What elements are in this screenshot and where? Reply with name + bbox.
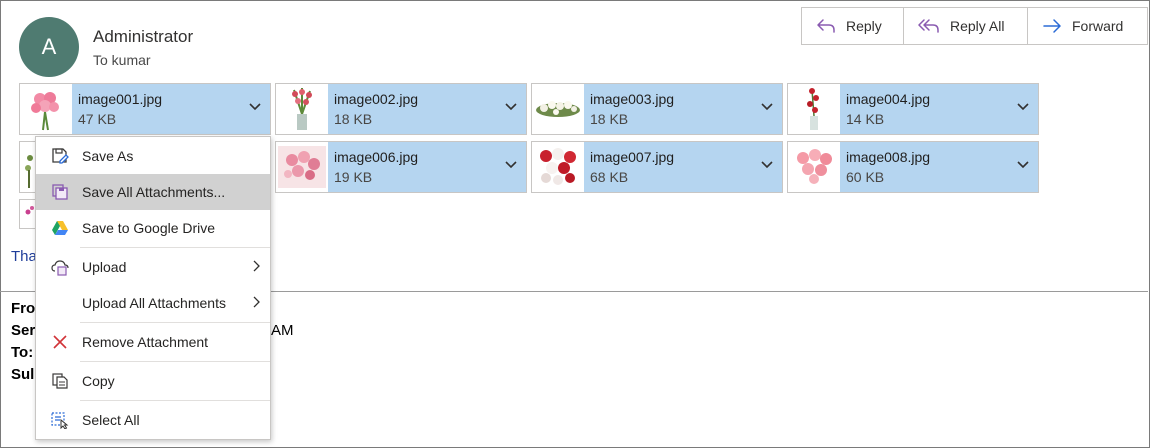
menu-item-upload-all[interactable]: Upload All Attachments: [36, 285, 270, 321]
attachment-name: image007.jpg: [590, 149, 675, 165]
recipient-line: To kumar: [93, 52, 151, 68]
copy-icon: [52, 373, 68, 389]
pink-roses-thumbnail: [20, 84, 72, 134]
pink-bouquet-thumbnail: [276, 142, 328, 192]
close-icon: [53, 335, 67, 349]
menu-item-label: Copy: [82, 373, 115, 389]
menu-item-upload[interactable]: Upload: [36, 249, 270, 285]
reply-all-label: Reply All: [950, 18, 1005, 34]
menu-item-save-as[interactable]: Save As: [36, 138, 270, 174]
menu-item-copy[interactable]: Copy: [36, 363, 270, 399]
attachment-tile[interactable]: image006.jpg 19 KB: [275, 141, 527, 193]
attachment-name: image002.jpg: [334, 91, 419, 107]
attachment-info: image006.jpg 19 KB: [328, 142, 526, 192]
chevron-down-icon[interactable]: [760, 102, 774, 112]
red-white-bouquet-thumbnail: [532, 142, 584, 192]
attachment-size: 18 KB: [590, 111, 629, 127]
sender-name[interactable]: Administrator: [93, 27, 194, 46]
attachment-tile[interactable]: image002.jpg 18 KB: [275, 83, 527, 135]
menu-separator: [80, 400, 270, 401]
reply-label: Reply: [846, 18, 882, 34]
attachment-name: image001.jpg: [78, 91, 163, 107]
attachment-size: 60 KB: [846, 169, 885, 185]
menu-item-label: Save All Attachments...: [82, 184, 226, 200]
attachment-info: image007.jpg 68 KB: [584, 142, 782, 192]
attachment-tile[interactable]: image008.jpg 60 KB: [787, 141, 1039, 193]
attachment-name: image004.jpg: [846, 91, 931, 107]
menu-separator: [80, 361, 270, 362]
attachment-size: 19 KB: [334, 169, 373, 185]
chevron-down-icon[interactable]: [248, 102, 262, 112]
save-as-icon: [52, 148, 69, 164]
chevron-down-icon[interactable]: [1016, 102, 1030, 112]
attachment-context-menu: Save As Save All Attachments... Save to …: [35, 136, 271, 440]
forward-icon: [1043, 19, 1061, 33]
chevron-right-icon: [253, 296, 260, 308]
attachment-info: image004.jpg 14 KB: [840, 84, 1038, 134]
select-all-icon: [51, 412, 69, 429]
chevron-right-icon: [253, 260, 260, 272]
attachment-size: 18 KB: [334, 111, 373, 127]
upload-cloud-icon: [51, 260, 69, 276]
attachment-name: image003.jpg: [590, 91, 675, 107]
menu-item-remove-attachment[interactable]: Remove Attachment: [36, 324, 270, 360]
quoted-subject-label: Sul: [11, 366, 35, 383]
chevron-down-icon[interactable]: [1016, 160, 1030, 170]
forward-button[interactable]: Forward: [1028, 8, 1147, 44]
white-arrangement-thumbnail: [532, 84, 584, 134]
menu-item-label: Remove Attachment: [82, 334, 209, 350]
sender-avatar[interactable]: A: [19, 17, 79, 77]
chevron-down-icon[interactable]: [504, 160, 518, 170]
reply-icon: [817, 19, 835, 33]
attachment-info: image003.jpg 18 KB: [584, 84, 782, 134]
message-divider: [0, 291, 1148, 292]
menu-separator: [80, 247, 270, 248]
save-all-icon: [52, 184, 68, 200]
quoted-from-label: Fro: [11, 300, 36, 317]
quoted-sent-label: Ser: [11, 322, 36, 339]
attachment-tile-partial[interactable]: [19, 199, 38, 229]
chevron-down-icon[interactable]: [760, 160, 774, 170]
chevron-down-icon[interactable]: [504, 102, 518, 112]
google-drive-icon: [52, 221, 68, 235]
quoted-sent-time: AM: [271, 322, 294, 339]
menu-item-save-all[interactable]: Save All Attachments...: [36, 174, 270, 210]
attachment-tile[interactable]: image001.jpg 47 KB: [19, 83, 271, 135]
menu-separator: [80, 322, 270, 323]
attachment-info: image008.jpg 60 KB: [840, 142, 1038, 192]
red-rose-vase-thumbnail: [788, 84, 840, 134]
reply-button[interactable]: Reply: [802, 8, 904, 44]
pink-roses-bunch-thumbnail: [788, 142, 840, 192]
attachment-tile[interactable]: image003.jpg 18 KB: [531, 83, 783, 135]
menu-item-label: Select All: [82, 412, 140, 428]
menu-item-select-all[interactable]: Select All: [36, 402, 270, 438]
attachment-name: image008.jpg: [846, 149, 931, 165]
menu-item-label: Save to Google Drive: [82, 220, 216, 236]
menu-item-label: Upload All Attachments: [82, 295, 226, 311]
attachment-tile[interactable]: image007.jpg 68 KB: [531, 141, 783, 193]
forward-label: Forward: [1072, 18, 1124, 34]
message-body-text: Tha: [11, 248, 37, 265]
message-actions: Reply Reply All Forward: [801, 7, 1148, 45]
menu-item-save-google-drive[interactable]: Save to Google Drive: [36, 210, 270, 246]
attachment-tile[interactable]: image004.jpg 14 KB: [787, 83, 1039, 135]
menu-item-label: Upload: [82, 259, 127, 275]
menu-item-label: Save As: [82, 148, 134, 164]
attachment-size: 14 KB: [846, 111, 885, 127]
reply-all-icon: [918, 19, 939, 33]
attachment-size: 47 KB: [78, 111, 117, 127]
quoted-to-label: To:: [11, 344, 34, 361]
gladiolus-vase-thumbnail: [276, 84, 328, 134]
attachment-info: image001.jpg 47 KB: [72, 84, 270, 134]
attachment-info: image002.jpg 18 KB: [328, 84, 526, 134]
reply-all-button[interactable]: Reply All: [904, 8, 1028, 44]
attachment-name: image006.jpg: [334, 149, 419, 165]
avatar-initial: A: [41, 34, 57, 59]
attachment-size: 68 KB: [590, 169, 629, 185]
